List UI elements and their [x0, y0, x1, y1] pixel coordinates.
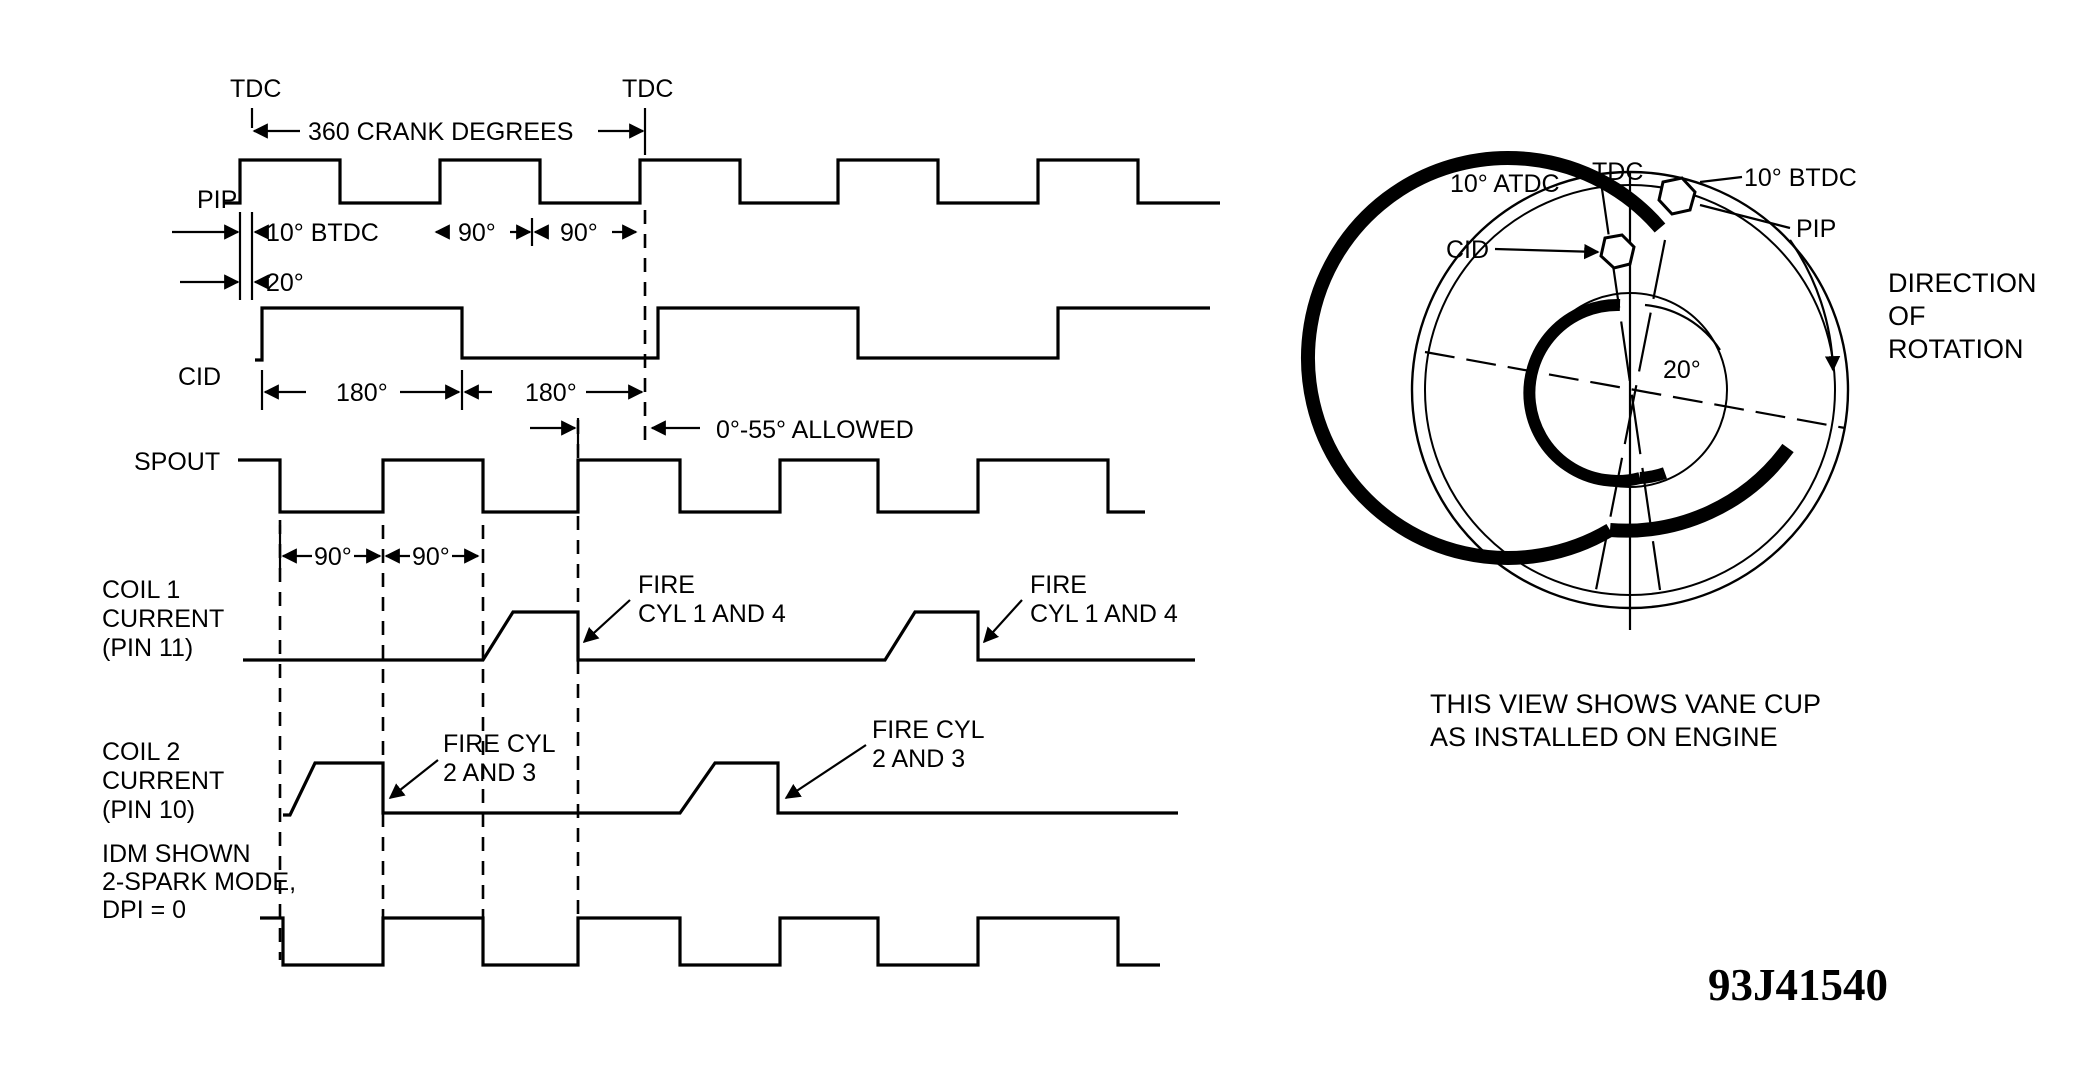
btdc-10-label: 10° BTDC: [266, 219, 379, 247]
fire-2-3-a-line1: FIRE CYL: [443, 730, 556, 758]
vane-cid-label: CID: [1446, 236, 1489, 264]
cid-sensor-icon: [1599, 233, 1636, 270]
idm-label-line2: 2-SPARK MODE,: [102, 868, 296, 896]
tdc-left-label: TDC: [230, 75, 281, 103]
deg-20-label: 20°: [266, 269, 304, 297]
fire-1-4-b-line1: FIRE: [1030, 571, 1087, 599]
idm-label-line1: IDM SHOWN: [102, 840, 251, 868]
vane-pip-label: PIP: [1796, 215, 1836, 243]
fire-2-3-a-pointer: [388, 759, 439, 799]
fire-2-3-b-line2: 2 AND 3: [872, 745, 965, 773]
cid-pointer: [1494, 243, 1600, 260]
coil1-label-line2: CURRENT: [102, 605, 224, 633]
coil1-label-line1: COIL 1: [102, 576, 180, 604]
direction-line1: DIRECTION: [1888, 268, 2037, 298]
vane-window-outer-left: [1301, 150, 1666, 565]
spout-90-b-label: 90°: [412, 543, 450, 571]
fire-1-4-a-line1: FIRE: [638, 571, 695, 599]
pip-label: PIP: [197, 186, 237, 214]
coil2-label-line3: (PIN 10): [102, 796, 195, 824]
caption-line1: THIS VIEW SHOWS VANE CUP: [1430, 689, 1821, 719]
fire-1-4-a-pointer: [582, 599, 631, 644]
timing-waveforms: TDC TDC 360 CRANK DEGREES PIP 10° BTDC 9…: [102, 75, 1220, 967]
vane-tdc-label: TDC: [1592, 158, 1643, 186]
fire-2-3-b-pointer: [784, 744, 867, 799]
fire-2-3-b-line1: FIRE CYL: [872, 716, 985, 744]
deg-90-b-label: 90°: [560, 219, 598, 247]
vane-btdc-10-label: 10° BTDC: [1744, 164, 1857, 192]
deg-180-b-label: 180°: [525, 379, 577, 407]
pip-waveform: [225, 158, 1220, 205]
cid-label: CID: [178, 363, 221, 391]
coil2-label-line2: CURRENT: [102, 767, 224, 795]
coil2-label-line1: COIL 2: [102, 738, 180, 766]
fire-2-3-a-line2: 2 AND 3: [443, 759, 536, 787]
tdc-line: [1598, 174, 1662, 591]
coil2-waveform: [283, 761, 1178, 817]
pip-pointer: [1699, 203, 1791, 230]
vane-inner-thick-arc: [1523, 298, 1642, 487]
pip-sensor-icon: [1657, 176, 1697, 216]
btdc-pointer: [1699, 175, 1743, 184]
idm-waveform: [260, 916, 1160, 967]
spout-waveform: [238, 458, 1145, 514]
spout-label: SPOUT: [134, 448, 220, 476]
direction-line2: OF: [1888, 301, 1926, 331]
figure-code: 93J41540: [1708, 960, 1888, 1010]
fire-1-4-a-line2: CYL 1 AND 4: [638, 600, 786, 628]
deg-90-a-label: 90°: [458, 219, 496, 247]
allowed-label: 0°-55° ALLOWED: [716, 416, 914, 444]
deg-180-a-label: 180°: [336, 379, 388, 407]
vane-deg-20-label: 20°: [1663, 356, 1701, 384]
fire-1-4-b-pointer: [982, 599, 1023, 644]
direction-line3: ROTATION: [1888, 334, 2024, 364]
atdc-line: [1593, 239, 1667, 596]
coil1-waveform: [243, 610, 1195, 662]
rotation-arrow: [1789, 239, 1841, 372]
idm-label-line3: DPI = 0: [102, 896, 186, 924]
tdc-right-label: TDC: [622, 75, 673, 103]
atdc-10-label: 10° ATDC: [1450, 170, 1560, 198]
crank-degrees-label: 360 CRANK DEGREES: [308, 118, 573, 146]
caption-line2: AS INSTALLED ON ENGINE: [1430, 722, 1778, 752]
fire-1-4-b-line2: CYL 1 AND 4: [1030, 600, 1178, 628]
vane-inner-thick-arc-right: [1639, 467, 1668, 484]
deg-20-arc: [1644, 303, 1721, 351]
cid-waveform: [255, 306, 1210, 362]
vane-cup-view: 20° 10° ATDC TDC 10° BTDC PIP CID DIRECT…: [1301, 150, 2037, 752]
vane-window-outer-right: [1609, 443, 1794, 538]
coil1-label-line3: (PIN 11): [102, 634, 193, 662]
spout-90-a-label: 90°: [314, 543, 352, 571]
